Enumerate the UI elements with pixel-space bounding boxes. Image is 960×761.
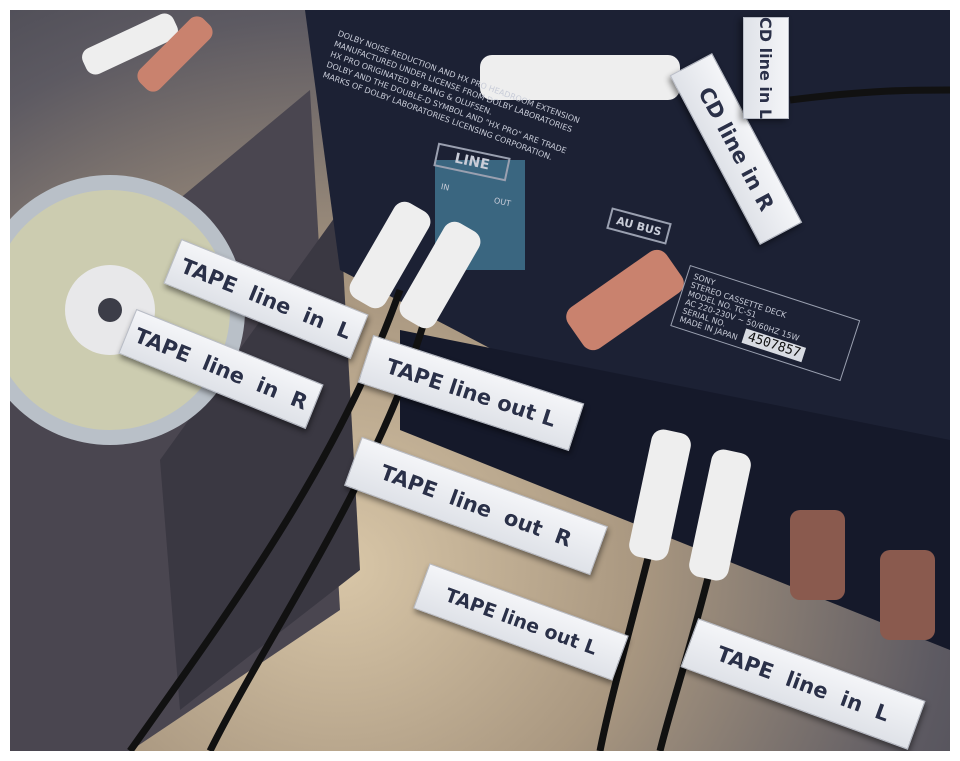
cable [656, 569, 714, 751]
white-plug [349, 201, 431, 309]
red-plug [137, 16, 213, 92]
label-cd-line-in-l: CD line in L [743, 17, 789, 119]
red-plug [566, 249, 684, 351]
cable [596, 549, 654, 751]
cable-labels-photo: DOLBY NOISE REDUCTION AND HX PRO HEADROO… [10, 10, 950, 751]
cable [789, 86, 950, 104]
speaker-terminal [880, 550, 935, 640]
rca-plugs [82, 13, 935, 640]
white-plug [689, 449, 751, 581]
white-plug-top [480, 55, 680, 100]
white-plug [629, 429, 691, 561]
cassette-deck-rear [305, 10, 950, 480]
white-plug [399, 221, 481, 329]
white-plug [82, 13, 178, 75]
speaker-terminal [790, 510, 845, 600]
disc-hole [98, 298, 122, 322]
